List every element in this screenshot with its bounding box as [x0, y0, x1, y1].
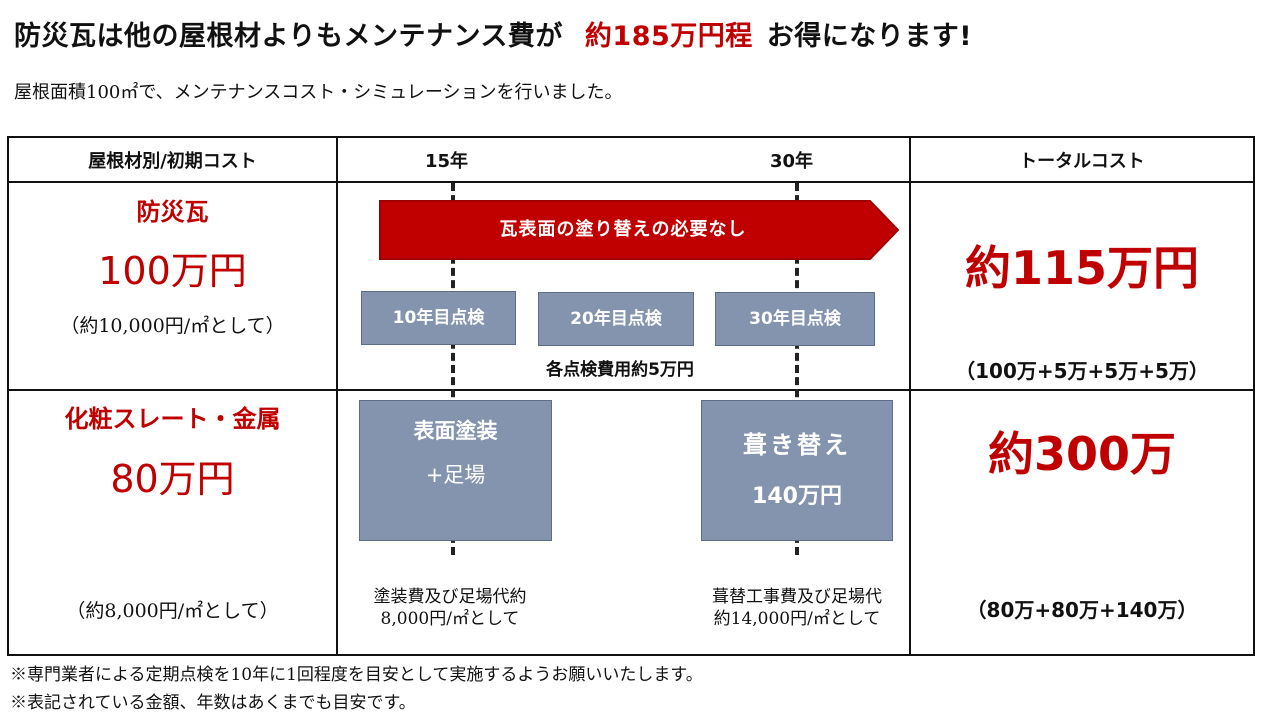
header-material: 屋根材別/初期コスト: [88, 151, 257, 172]
repaint-box-line1: 表面塗装: [413, 419, 498, 443]
reroof-note-line2: 約14,000円/㎡として: [713, 609, 881, 629]
header-year-15: 15年: [425, 151, 469, 172]
row2-initial-price: 80万円: [110, 457, 235, 501]
row1-total-breakdown: （100万+5万+5万+5万）: [955, 359, 1209, 383]
inspection-box-30: 30年目点検: [715, 292, 875, 346]
repaint-note-line2: 8,000円/㎡として: [380, 609, 520, 629]
inspection-box-20: 20年目点検: [538, 292, 694, 346]
arrow-label: 瓦表面の塗り替えの必要なし: [499, 219, 747, 240]
no-repaint-arrow: 瓦表面の塗り替えの必要なし: [378, 199, 900, 261]
row2-total-cost: 約300万: [987, 427, 1177, 481]
header-total: トータルコスト: [1019, 151, 1145, 172]
row1-total-cost: 約115万円: [964, 241, 1200, 295]
repaint-box: 表面塗装 +足場: [359, 400, 552, 541]
reroof-box-line1: 葺き替え: [743, 431, 851, 459]
headline-prefix: 防災瓦は他の屋根材よりもメンテナンス費が: [14, 21, 563, 52]
row2-unit-cost: （約8,000円/㎡として）: [66, 600, 279, 622]
headline-highlight: 約185万円程: [584, 21, 753, 52]
repaint-note-line1: 塗装費及び足場代約: [373, 587, 527, 607]
repaint-box-line2: +足場: [425, 463, 486, 487]
page-headline: 防災瓦は他の屋根材よりもメンテナンス費が約185万円程お得になります!: [14, 14, 972, 53]
header-divider: [7, 181, 1255, 183]
inspection-cost-note: 各点検費用約5万円: [546, 360, 694, 380]
reroof-box: 葺き替え 140万円: [701, 400, 893, 541]
row2-material-name: 化粧スレート・金属: [64, 405, 281, 433]
row1-unit-cost: （約10,000円/㎡として）: [60, 315, 285, 337]
inspection-box-10: 10年目点検: [361, 291, 516, 345]
footnote-estimate: ※表記されている金額、年数はあくまでも目安です。: [10, 693, 416, 713]
reroof-box-line2: 140万円: [752, 484, 842, 509]
column-divider-2: [909, 136, 911, 656]
row2-total-breakdown: （80万+80万+140万）: [966, 598, 1198, 622]
repaint-cost-note: 塗装費及び足場代約 8,000円/㎡として: [340, 586, 560, 630]
page-subline: 屋根面積100㎡で、メンテナンスコスト・シミュレーションを行いました。: [14, 82, 623, 103]
headline-suffix: お得になります!: [766, 21, 973, 52]
year-30-marker: [795, 183, 799, 555]
arrow-shape: [379, 200, 900, 260]
row1-initial-price: 100万円: [98, 249, 247, 293]
row1-material-name: 防災瓦: [136, 198, 209, 226]
reroof-note-line1: 葺替工事費及び足場代: [712, 587, 882, 607]
footnote-inspection: ※専門業者による定期点検を10年に1回程度を目安として実施するようお願いいたしま…: [10, 665, 703, 685]
column-divider-1: [336, 136, 338, 656]
header-year-30: 30年: [770, 151, 814, 172]
cost-table: [7, 136, 1255, 656]
year-15-marker: [451, 183, 455, 555]
row-divider: [7, 389, 1255, 391]
reroof-cost-note: 葺替工事費及び足場代 約14,000円/㎡として: [680, 586, 914, 630]
